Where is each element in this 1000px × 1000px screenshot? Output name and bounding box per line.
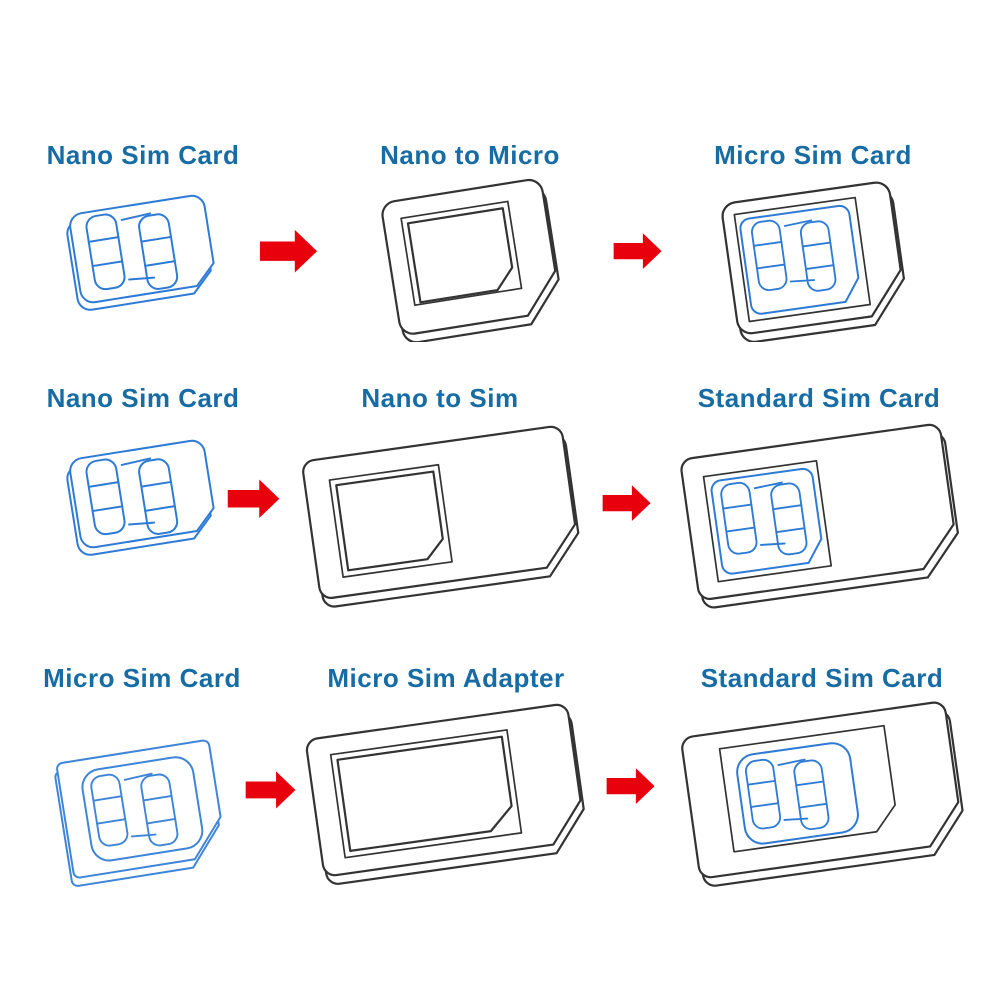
micro-sim-adapter-illustration — [305, 703, 585, 885]
row1-adapter-label: Nano to Micro — [380, 140, 560, 170]
row3-source-label: Micro Sim Card — [43, 663, 241, 693]
row3-source-cell: Micro Sim Card — [18, 663, 266, 893]
row1-source-label: Nano Sim Card — [46, 140, 240, 170]
right-arrow-icon — [612, 230, 664, 272]
row2-adapter-label: Nano to Sim — [361, 383, 519, 413]
row1-result-label: Micro Sim Card — [714, 140, 912, 170]
standard-sim-card-illustration — [680, 423, 959, 609]
row2-source-cell: Nano Sim Card — [28, 383, 258, 567]
right-arrow-icon — [258, 226, 320, 276]
row2-adapter-cell: Nano to Sim — [290, 383, 590, 610]
nano-to-sim-adapter-illustration — [302, 425, 580, 608]
row1-source-cell: Nano Sim Card — [28, 140, 258, 322]
nano-sim-card-illustration — [66, 439, 215, 556]
row1-result-cell: Micro Sim Card — [688, 140, 938, 342]
row1-adapter-cell: Nano to Micro — [348, 140, 592, 342]
row2-source-label: Nano Sim Card — [46, 383, 240, 413]
row3-result-cell: Standard Sim Card — [668, 663, 976, 895]
row3-result-label: Standard Sim Card — [700, 663, 944, 693]
row3-adapter-label: Micro Sim Adapter — [327, 663, 565, 693]
nano-sim-card-illustration — [66, 194, 215, 311]
row2-result-cell: Standard Sim Card — [668, 383, 970, 615]
right-arrow-icon — [226, 476, 282, 522]
right-arrow-icon — [605, 765, 657, 807]
micro-sim-card-illustration — [54, 739, 222, 887]
standard-sim-card-micro-illustration — [680, 701, 964, 887]
row2-result-label: Standard Sim Card — [697, 383, 941, 413]
micro-sim-card-in-adapter-illustration — [721, 181, 905, 342]
right-arrow-icon — [244, 768, 298, 812]
right-arrow-icon — [601, 482, 653, 524]
row3-adapter-cell: Micro Sim Adapter — [292, 663, 600, 887]
nano-to-micro-adapter-illustration — [381, 178, 560, 342]
